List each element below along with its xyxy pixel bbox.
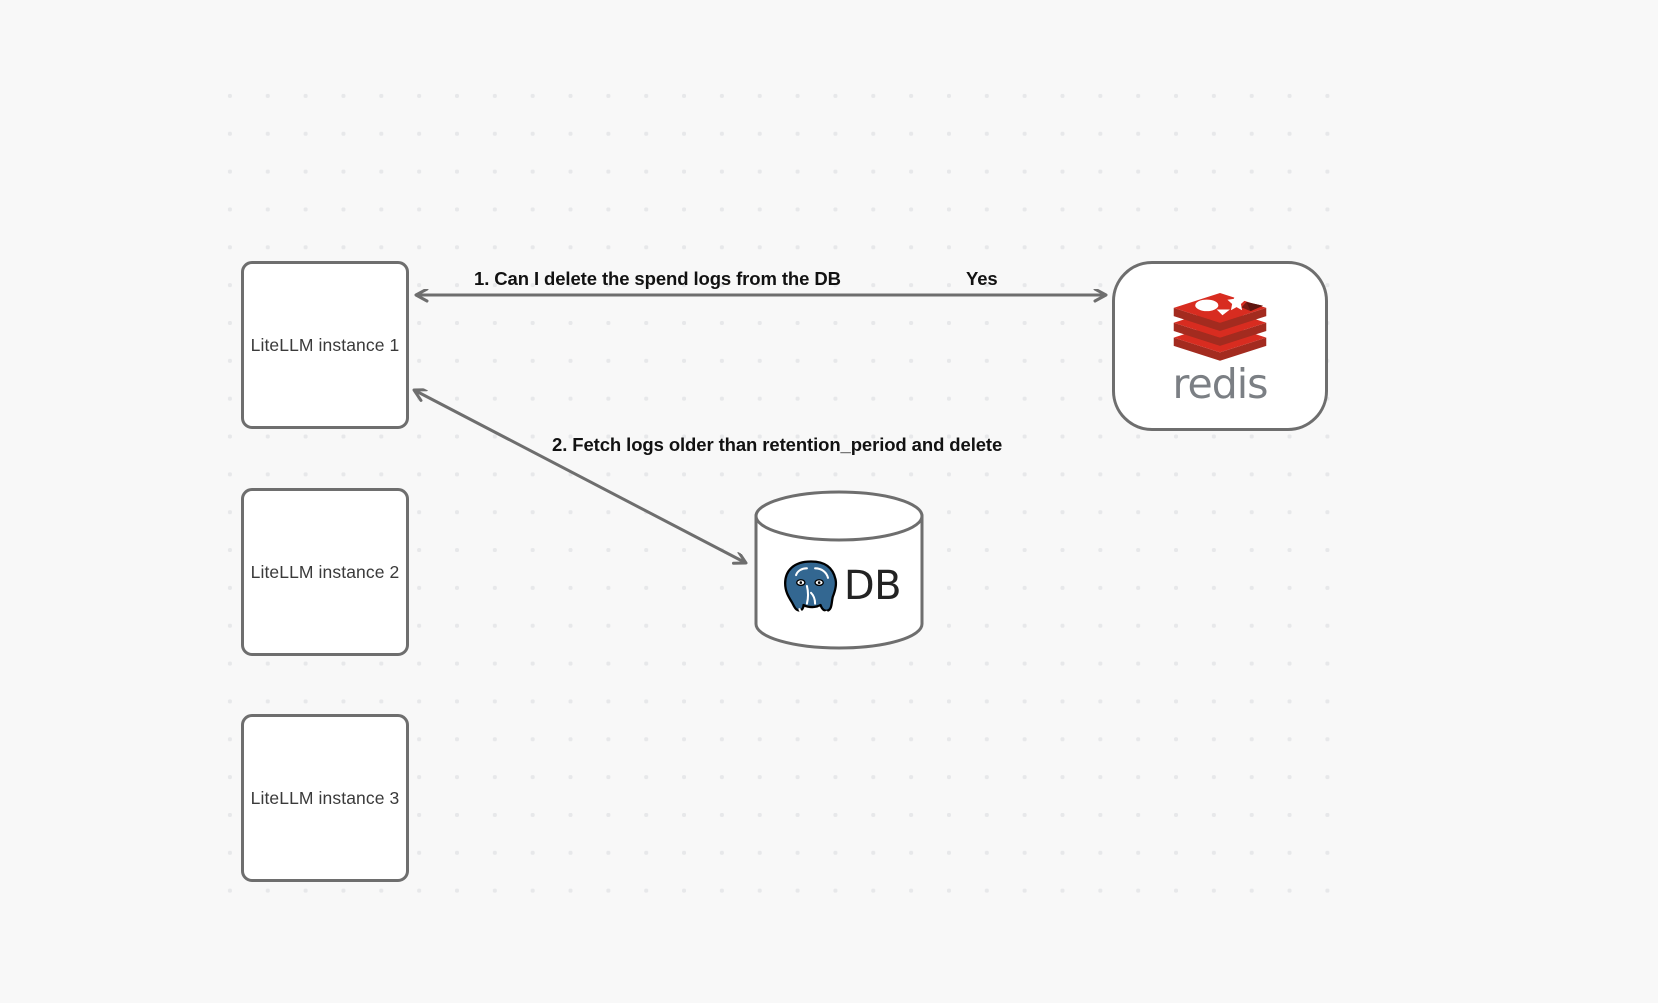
cylinder-shape	[754, 490, 924, 650]
edge-label-question: 1. Can I delete the spend logs from the …	[474, 268, 841, 289]
node-litellm-instance-3[interactable]: LiteLLM instance 3	[241, 714, 409, 882]
node-redis[interactable]: redis	[1112, 261, 1328, 431]
node-litellm-instance-1[interactable]: LiteLLM instance 1	[241, 261, 409, 429]
node-litellm-instance-2[interactable]: LiteLLM instance 2	[241, 488, 409, 656]
postgresql-elephant-icon	[781, 558, 839, 618]
edge-label-fetch-delete: 2. Fetch logs older than retention_perio…	[552, 434, 1003, 455]
redis-logo-icon	[1173, 292, 1267, 361]
redis-wordmark: redis	[1172, 359, 1269, 408]
node-label: LiteLLM instance 2	[250, 561, 400, 582]
node-database[interactable]: DB	[753, 490, 925, 650]
node-label: LiteLLM instance 3	[250, 787, 400, 808]
db-label: DB	[843, 563, 902, 609]
edge-litellm1-db	[414, 390, 746, 563]
node-label: LiteLLM instance 1	[250, 334, 400, 355]
edge-label-reply: Yes	[966, 268, 998, 289]
db-logo-row: DB	[753, 544, 925, 628]
